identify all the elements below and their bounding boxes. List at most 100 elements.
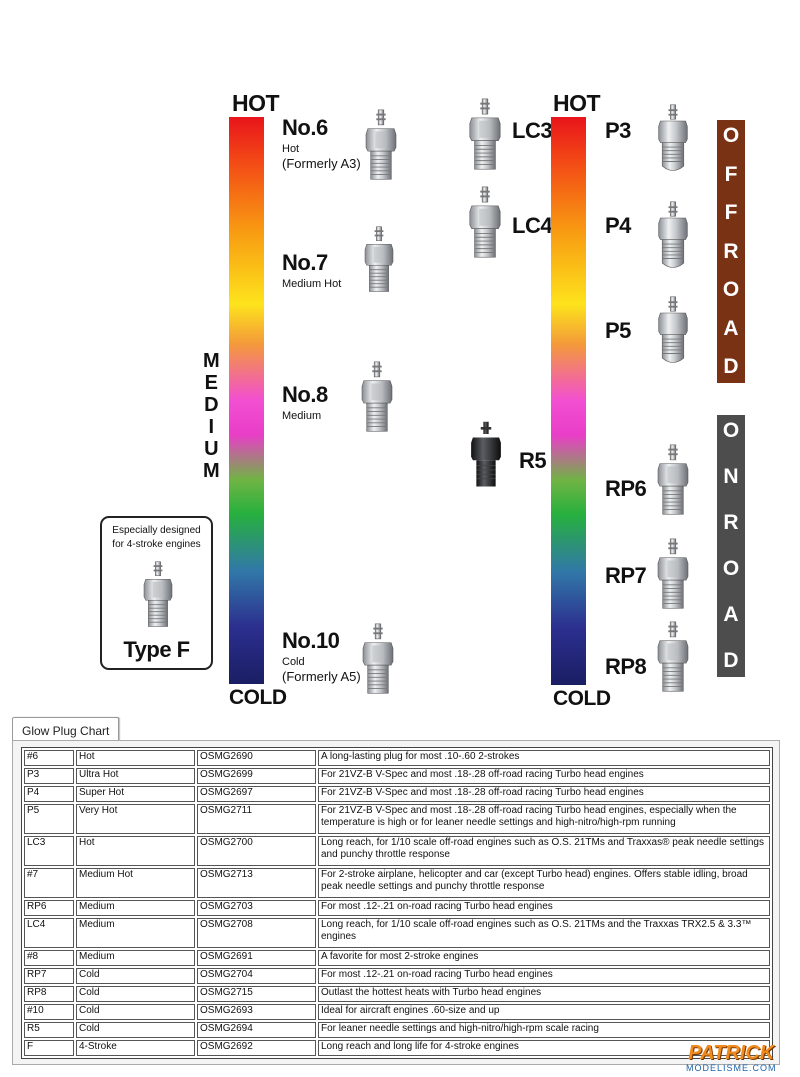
plug-label-rp7: RP7: [605, 563, 647, 588]
vertical-letter: R: [723, 239, 739, 263]
plug-label-lc3: LC3: [512, 118, 553, 143]
vertical-letter: R: [723, 511, 739, 534]
cell-description: A favorite for most 2-stroke engines: [318, 950, 770, 966]
glow-plug-rp7-icon: [653, 537, 693, 612]
plug-label-lc4: LC4: [512, 213, 553, 238]
vertical-letter: E: [204, 372, 218, 394]
glow-plug-no10-icon: [357, 622, 399, 697]
plug-label-rp8: RP8: [605, 654, 647, 679]
cell-heat: Cold: [76, 1022, 195, 1038]
cell-code: P5: [24, 804, 74, 834]
plug-heat: Hot: [282, 143, 300, 155]
cell-description: For leaner needle settings and high-nitr…: [318, 1022, 770, 1038]
cell-part-number: OSMG2703: [197, 900, 316, 916]
cell-description: For 2-stroke airplane, helicopter and ca…: [318, 868, 770, 898]
type-f-box: Especially designed for 4-stroke engines…: [100, 516, 213, 670]
vertical-letter: O: [722, 419, 740, 442]
type-f-line1: Especially designed: [112, 525, 201, 536]
cell-code: #7: [24, 868, 74, 898]
glow-plug-rp6-icon: [653, 443, 693, 518]
cell-code: P3: [24, 768, 74, 784]
cell-heat: Cold: [76, 968, 195, 984]
watermark-logo: PATRICK MODELISME.COM: [686, 1043, 777, 1073]
cell-heat: Hot: [76, 750, 195, 766]
cell-code: #10: [24, 1004, 74, 1020]
cell-description: Long reach, for 1/10 scale off-road engi…: [318, 836, 770, 866]
glow-plug-type-f-icon: [139, 560, 177, 630]
cell-heat: Super Hot: [76, 786, 195, 802]
glow-plug-lc4-icon: [465, 185, 505, 261]
cell-heat: Medium: [76, 918, 195, 948]
plug-label-rp6: RP6: [605, 476, 647, 501]
plug-label-p4: P4: [605, 213, 631, 238]
type-f-line2: for 4-stroke engines: [112, 539, 201, 550]
plug-label-p5: P5: [605, 318, 631, 343]
cell-part-number: OSMG2692: [197, 1040, 316, 1056]
cell-heat: Medium: [76, 900, 195, 916]
cell-part-number: OSMG2713: [197, 868, 316, 898]
plug-label-no10: No.10 Cold (Formerly A5): [282, 628, 361, 684]
cell-description: For most .12-.21 on-road racing Turbo he…: [318, 968, 770, 984]
cell-part-number: OSMG2700: [197, 836, 316, 866]
cell-part-number: OSMG2708: [197, 918, 316, 948]
left-hot-label: HOT: [232, 90, 280, 116]
cell-description: For 21VZ-B V-Spec and most .18-.28 off-r…: [318, 768, 770, 784]
right-cold-label: COLD: [553, 687, 611, 710]
cell-heat: Cold: [76, 986, 195, 1002]
cell-code: P4: [24, 786, 74, 802]
cell-part-number: OSMG2693: [197, 1004, 316, 1020]
plug-name: No.6: [282, 115, 328, 140]
cell-part-number: OSMG2690: [197, 750, 316, 766]
cell-code: RP6: [24, 900, 74, 916]
right-heat-gradient-bar: [551, 117, 586, 685]
glow-plug-lc3-icon: [465, 97, 505, 173]
vertical-letter: O: [722, 557, 740, 580]
plug-heat: Medium Hot: [282, 278, 342, 290]
vertical-letter: A: [723, 316, 739, 340]
glow-plug-p4-icon: [653, 200, 693, 272]
plug-note: (Formerly A3): [282, 156, 361, 171]
cell-heat: Very Hot: [76, 804, 195, 834]
vertical-letter: F: [724, 162, 738, 186]
glow-plug-rp8-icon: [653, 620, 693, 695]
cell-description: For 21VZ-B V-Spec and most .18-.28 off-r…: [318, 786, 770, 802]
watermark-brand: PATRICK: [688, 1042, 775, 1064]
plug-label-no8: No.8 Medium: [282, 382, 328, 422]
watermark-site: MODELISME.COM: [686, 1063, 777, 1073]
cell-description: For most .12-.21 on-road racing Turbo he…: [318, 900, 770, 916]
type-f-name: Type F: [123, 637, 190, 662]
plug-name: No.7: [282, 250, 328, 275]
vertical-letter: D: [723, 649, 739, 672]
vertical-letter: M: [203, 350, 220, 372]
plug-label-no6: No.6 Hot (Formerly A3): [282, 115, 361, 171]
cell-code: LC3: [24, 836, 74, 866]
cell-heat: Ultra Hot: [76, 768, 195, 784]
cell-description: A long-lasting plug for most .10-.60 2-s…: [318, 750, 770, 766]
cell-code: F: [24, 1040, 74, 1056]
right-hot-label: HOT: [553, 90, 601, 116]
cell-part-number: OSMG2715: [197, 986, 316, 1002]
cell-part-number: OSMG2711: [197, 804, 316, 834]
vertical-letter: O: [722, 124, 740, 147]
cell-description: Ideal for aircraft engines .60-size and …: [318, 1004, 770, 1020]
cell-code: R5: [24, 1022, 74, 1038]
cell-description: Long reach, for 1/10 scale off-road engi…: [318, 918, 770, 948]
vertical-letter: O: [722, 278, 740, 301]
glow-plug-r5-icon: [466, 420, 506, 490]
vertical-letter: A: [723, 603, 739, 626]
cell-part-number: OSMG2694: [197, 1022, 316, 1038]
